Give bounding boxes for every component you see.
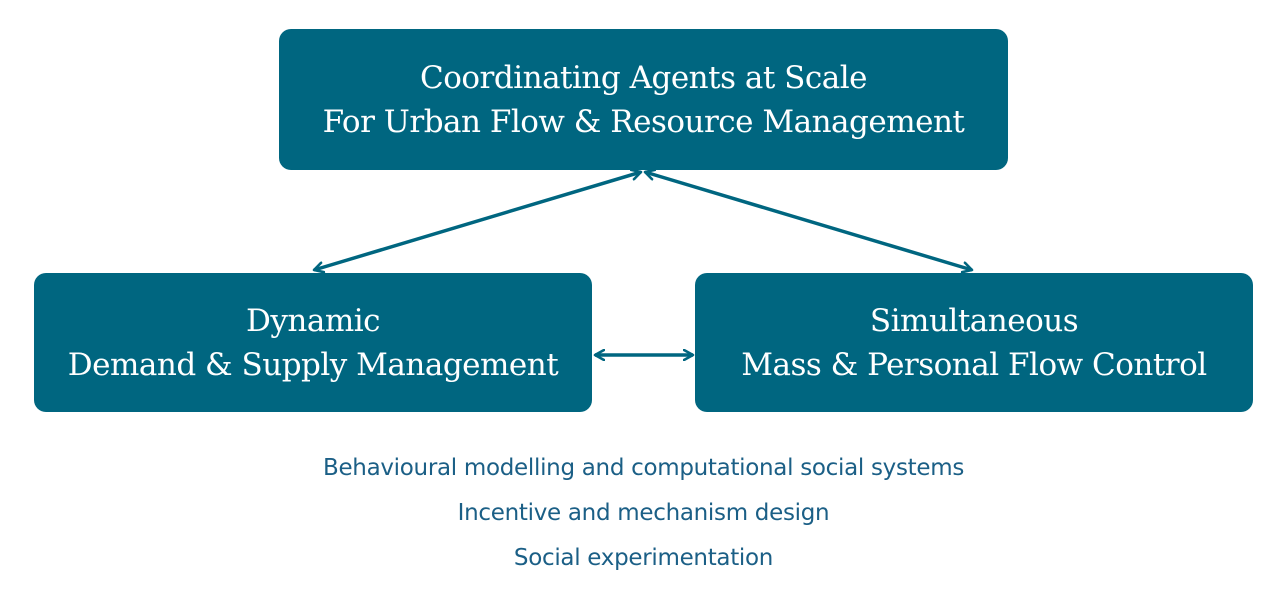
arrow-top-left	[314, 172, 641, 270]
node-subtitle-line: Demand & Supply Management	[67, 346, 559, 383]
node-dynamic-demand-supply: Dynamic Demand & Supply Management	[34, 273, 592, 412]
node-subtitle-line: Mass & Personal Flow Control	[741, 346, 1207, 383]
node-simultaneous-flow-control: Simultaneous Mass & Personal Flow Contro…	[695, 273, 1253, 412]
node-title-line: Simultaneous	[869, 302, 1079, 339]
node-title-line: Coordinating Agents at Scale	[419, 59, 868, 96]
arrow-top-right	[645, 172, 972, 270]
node-coordinating-agents: Coordinating Agents at Scale For Urban F…	[279, 29, 1008, 170]
topic-item: Incentive and mechanism design	[457, 500, 830, 526]
topic-list: Behavioural modelling and computational …	[0, 446, 1287, 581]
topic-item: Behavioural modelling and computational …	[322, 455, 965, 481]
node-title-line: Dynamic	[246, 302, 381, 339]
topic-item: Social experimentation	[513, 545, 774, 571]
node-subtitle-line: For Urban Flow & Resource Management	[322, 103, 965, 140]
